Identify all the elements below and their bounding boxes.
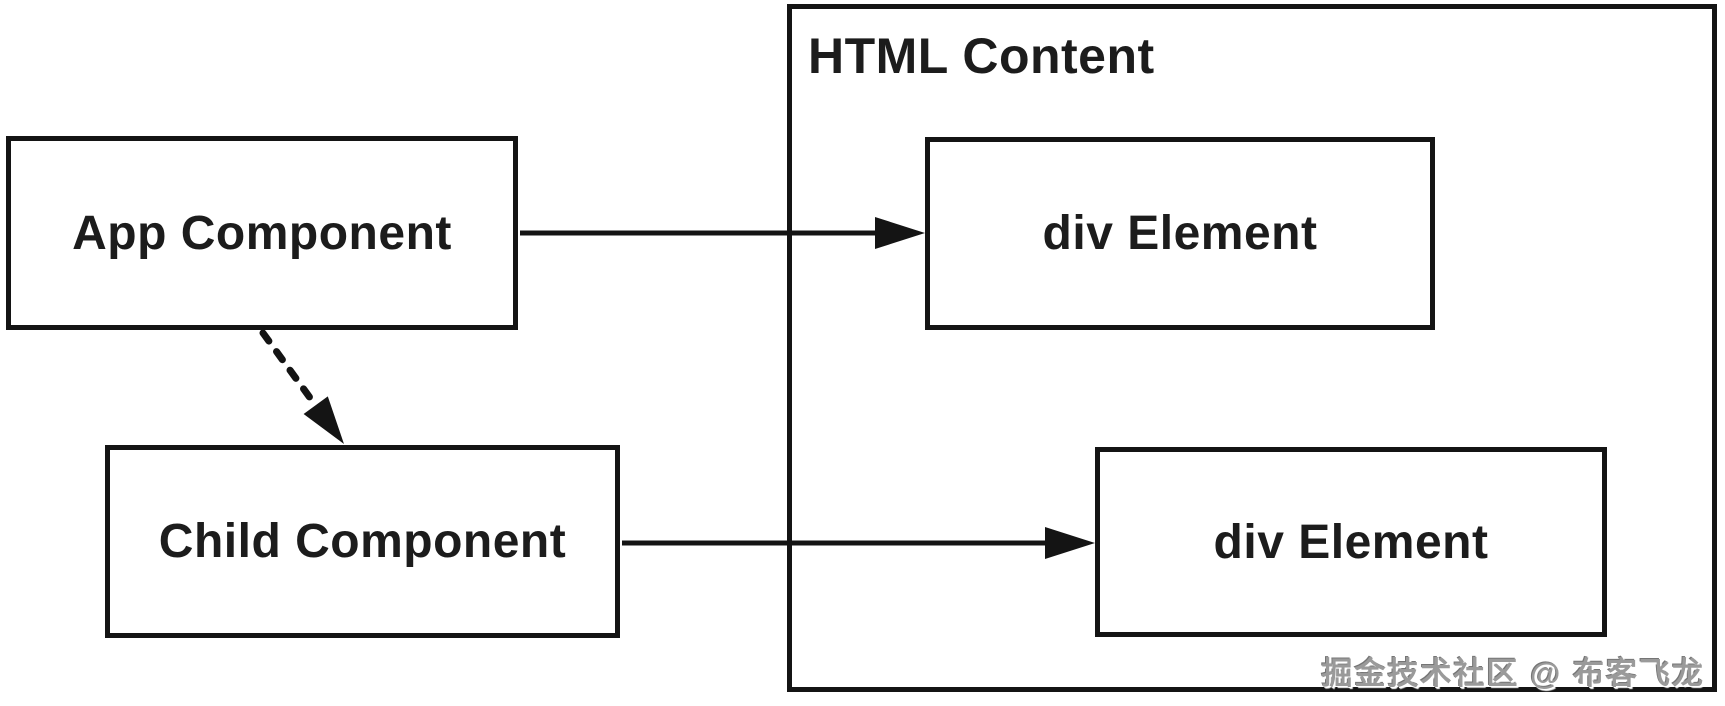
node-div-element-2: div Element — [1095, 447, 1607, 637]
node-app-component-label: App Component — [72, 206, 452, 260]
watermark-text: 掘金技术社区 @ 布客飞龙 — [1321, 656, 1705, 691]
node-child-component: Child Component — [105, 445, 620, 638]
html-content-title: HTML Content — [808, 28, 1155, 84]
node-child-component-label: Child Component — [158, 515, 567, 568]
node-div-element-1-label: div Element — [1042, 207, 1318, 260]
arrowhead-app-to-child — [303, 396, 344, 444]
node-app-component: App Component — [6, 136, 518, 330]
arrow-app-to-child-dashed — [259, 329, 344, 444]
node-div-element-1: div Element — [925, 137, 1435, 330]
node-div-element-2-label: div Element — [1213, 515, 1489, 569]
